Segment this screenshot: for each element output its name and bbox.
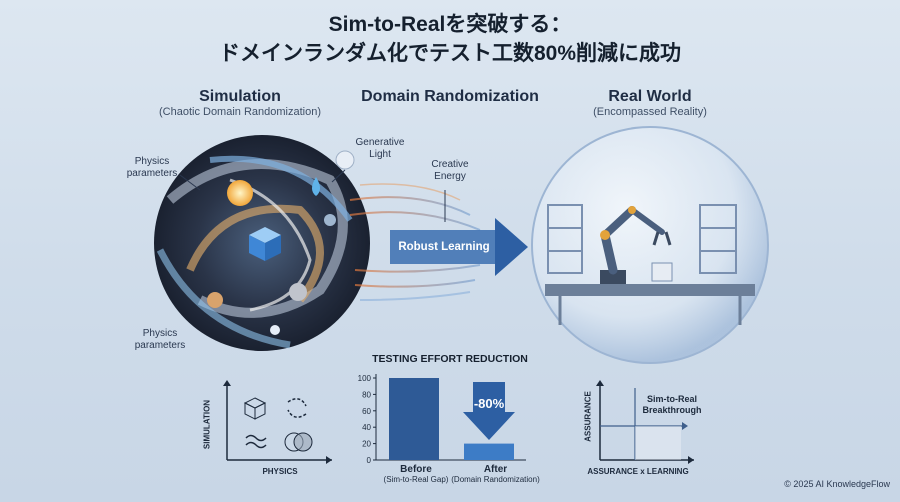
category-before-label: Before	[400, 464, 432, 475]
breakthrough-line1: Sim-to-Real	[646, 394, 697, 404]
simulation-physics-plot	[223, 380, 332, 464]
energy-flow	[349, 183, 481, 301]
physics-label-top-line1: Physics	[134, 156, 170, 167]
y-tick-label: 80	[362, 390, 371, 399]
moon-icon	[289, 283, 307, 301]
category-before: Before (Sim-to-Real Gap)	[376, 464, 456, 484]
cycle-arrows-icon	[287, 398, 307, 418]
generative-label-line2: Light	[369, 149, 391, 160]
category-after: After (Domain Randomization)	[448, 464, 543, 484]
breakthrough-annotation: Sim-to-Real Breakthrough	[632, 394, 712, 416]
generative-light-label: Generative Light	[340, 137, 420, 161]
creative-label-line1: Creative	[431, 159, 469, 170]
title-line-1: Sim-to-Realを突破する：	[328, 13, 572, 36]
bar-after	[464, 443, 514, 460]
wave-icon	[245, 434, 267, 449]
breakthrough-line2: Breakthrough	[642, 405, 702, 415]
assurance-axis-label: ASSURANCE	[583, 391, 593, 442]
real-world-title: Real World	[608, 88, 692, 105]
robust-learning-arrow	[390, 218, 528, 276]
creative-energy-label: Creative Energy	[410, 159, 490, 183]
simulation-swirl	[154, 135, 370, 351]
lightbulb-icon	[335, 150, 355, 170]
sun-icon	[227, 180, 253, 206]
physics-label-bottom-line2: parameters	[134, 340, 186, 351]
y-tick-label: 0	[367, 456, 372, 465]
venn-icon	[284, 432, 313, 452]
simulation-title: Simulation	[199, 88, 281, 105]
reduction-label: -80%	[474, 396, 505, 411]
title-line-2: ドメインランダム化でテスト工数80%削減に成功	[218, 42, 682, 65]
reduction-arrow	[463, 382, 515, 440]
y-tick-label: 60	[362, 407, 371, 416]
chart-title: TESTING EFFORT REDUCTION	[372, 353, 528, 365]
category-after-sub: (Domain Randomization)	[451, 475, 540, 484]
y-tick-label: 40	[362, 423, 371, 432]
y-tick-label: 100	[358, 374, 372, 383]
testing-effort-chart: 100 80 60 40 20 0 -80%	[358, 374, 526, 465]
physics-label-top: Physics parameters	[112, 156, 192, 180]
bar-before	[389, 378, 439, 460]
domain-randomization-title: Domain Randomization	[361, 88, 539, 105]
copyright: © 2025 AI KnowledgeFlow	[784, 479, 890, 489]
assurance-learning-plot	[596, 380, 694, 464]
y-tick-label: 20	[362, 440, 371, 449]
planet-icon	[207, 292, 223, 308]
simulation-subtitle: (Chaotic Domain Randomization)	[158, 106, 321, 118]
robust-learning-label: Robust Learning	[398, 241, 490, 253]
physics-label-bottom: Physics parameters	[120, 328, 200, 352]
generative-label-line1: Generative	[355, 137, 405, 148]
robot-arm-icon	[600, 206, 672, 284]
category-before-sub: (Sim-to-Real Gap)	[383, 475, 449, 484]
water-drop-icon	[312, 177, 320, 196]
real-world-bubble	[531, 126, 769, 364]
physics-label-top-line2: parameters	[126, 168, 178, 179]
cube-icon	[249, 227, 281, 261]
assurance-learning-axis-label: ASSURANCE x LEARNING	[587, 467, 689, 476]
cube-outline-icon	[243, 397, 267, 420]
page-title: Sim-to-Realを突破する： ドメインランダム化でテスト工数80%削減に成…	[0, 10, 900, 68]
creative-label-line2: Energy	[434, 171, 466, 182]
simulation-axis-label: SIMULATION	[202, 399, 212, 450]
package-icon	[651, 262, 673, 282]
physics-label-bottom-line1: Physics	[142, 328, 178, 339]
category-after-label: After	[483, 464, 508, 475]
main-illustration	[154, 126, 769, 364]
real-world-subtitle: (Encompassed Reality)	[593, 106, 707, 118]
physics-axis-label: PHYSICS	[262, 467, 298, 476]
